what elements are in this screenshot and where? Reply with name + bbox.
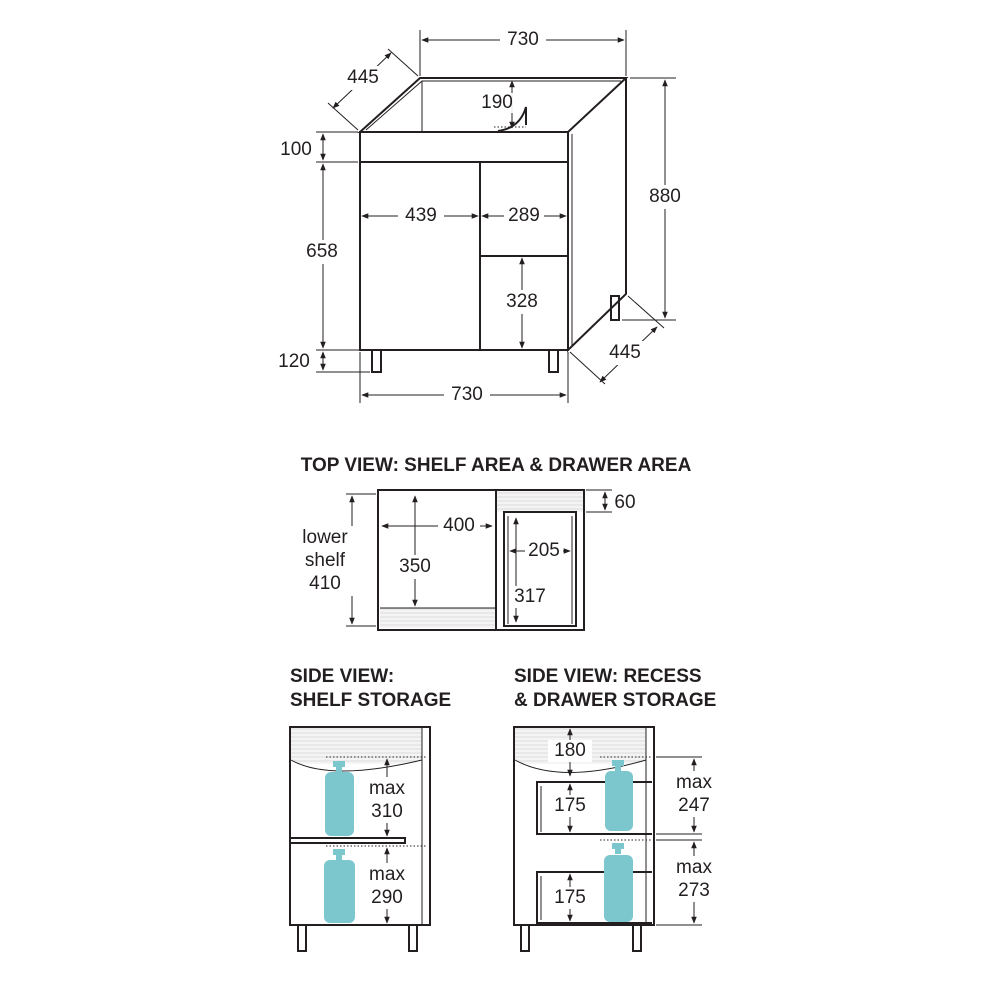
lower-shelf-label-2: shelf <box>305 550 346 571</box>
dim-drawer-width-top: 205 <box>528 540 560 561</box>
front-view: 730 445 190 100 658 120 730 880 <box>278 28 688 407</box>
dim-drawer1-height: 175 <box>554 795 586 816</box>
dim-recess-height: 180 <box>554 740 586 761</box>
dim-leg-height: 120 <box>278 351 310 372</box>
dim-upper-max: 310 <box>371 801 403 822</box>
dim-door-width: 439 <box>405 205 437 226</box>
basin-curve <box>497 106 527 132</box>
bottle-icon <box>324 849 355 923</box>
leg <box>548 349 559 373</box>
dim-upper-max: 247 <box>678 795 710 816</box>
shelf <box>289 837 406 844</box>
dim-drawer-depth-top: 317 <box>514 586 546 607</box>
dim-total-height: 880 <box>649 186 681 207</box>
upper-max-label: max <box>369 778 405 799</box>
dim-drawer-height: 328 <box>506 291 538 312</box>
drawer-lower <box>536 871 652 924</box>
dim-shelf-depth: 350 <box>399 556 431 577</box>
drawer-upper <box>536 781 652 835</box>
leg <box>520 924 530 952</box>
bottle-icon <box>605 760 633 831</box>
dim-lower-max: 273 <box>678 880 710 901</box>
dim-depth-top: 445 <box>347 67 379 88</box>
dim-door-height: 658 <box>306 241 338 262</box>
dim-drawer2-height: 175 <box>554 887 586 908</box>
side-drawer-title-1: SIDE VIEW: RECESS <box>514 666 702 687</box>
side-view-shelf: SIDE VIEW: SHELF STORAGE max 310 max 290 <box>289 666 451 952</box>
leg <box>297 924 307 952</box>
side-view-drawer: SIDE VIEW: RECESS & DRAWER STORAGE 180 1… <box>513 666 720 952</box>
lower-max-label: max <box>369 864 405 885</box>
leg <box>408 924 418 952</box>
cabinet-outline <box>357 77 629 373</box>
dim-back-gap: 60 <box>614 492 635 513</box>
side-drawer-title-2: & DRAWER STORAGE <box>514 690 716 711</box>
side-shelf-title-2: SHELF STORAGE <box>290 690 451 711</box>
dim-width-bottom: 730 <box>451 384 483 405</box>
bottle-icon <box>604 843 633 922</box>
lower-max-label: max <box>676 857 712 878</box>
leg <box>610 295 620 321</box>
leg <box>632 924 642 952</box>
leg <box>371 349 382 373</box>
dim-top-band: 100 <box>280 139 312 160</box>
upper-max-label: max <box>676 772 712 793</box>
top-view-title: TOP VIEW: SHELF AREA & DRAWER AREA <box>301 455 692 476</box>
dim-shelf-width: 400 <box>443 515 475 536</box>
bottle-icon <box>325 761 354 836</box>
dim-depth-bottom: 445 <box>609 342 641 363</box>
dim-drawer-width: 289 <box>508 205 540 226</box>
dim-lower-shelf: 410 <box>309 573 341 594</box>
top-view: TOP VIEW: SHELF AREA & DRAWER AREA 400 3… <box>294 455 692 631</box>
dim-lower-max: 290 <box>371 887 403 908</box>
lower-shelf-label-1: lower <box>302 527 348 548</box>
dim-width-top: 730 <box>507 29 539 50</box>
dim-basin-depth: 190 <box>481 92 513 113</box>
side-shelf-title-1: SIDE VIEW: <box>290 666 394 687</box>
